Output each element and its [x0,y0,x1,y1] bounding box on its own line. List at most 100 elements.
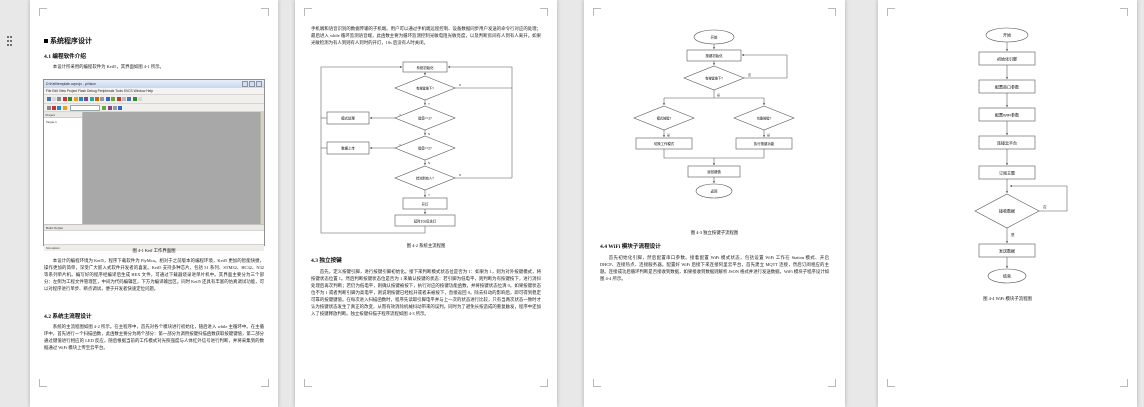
project-tree-item: Target 1 [46,119,57,124]
flow-node-label: 切换工作模式 [654,141,675,146]
wifi-flowchart: 否 是 开始 初始化引脚 配置串口参数 配置WiFi参数 连接云平台 订阅主题 [974,27,1068,284]
section-4-3-body: 首先，定义按键引脚，进行按键引脚初始化。接下来判断模式状态位是否为 1：如果为 … [311,269,541,317]
edge-label: 是 [717,92,720,97]
section-4-4-body: 首先初始化引脚，然后配置串口参数。接着配置 WiFi 模式状态，包括设置 WiF… [600,255,829,282]
main-flowchart: Y N N Y N N Y Y 系统初始化 有按键按下? 键值==1? 键值==… [320,61,513,234]
toolbar-icon [116,97,121,101]
toolbar-icon [46,105,51,110]
flow-node-label: 发送数据 [999,248,1015,254]
toolbar-icon [118,105,123,110]
toolbar-icon [84,97,89,101]
flow-node-label: 模式处理 [341,116,355,121]
chapter-heading: 系统程序设计 [44,36,92,46]
crop-mark [887,8,895,16]
toolbar-icon [89,97,94,101]
editor-scrollbar [260,112,264,224]
flow-node-label: 模式按键? [657,116,672,121]
section-4-2-title: 4.2 系统主流程设计 [44,314,92,320]
flow-node-n2: 配置串口参数 [978,79,1036,94]
flow-node-end: 返回 [695,183,733,199]
flow-node-open: 开灯 [402,197,448,210]
toolbar-icon [132,97,137,101]
crop-mark [540,8,548,16]
keil-main-area: Project Target 1 [44,112,264,224]
flow-node-rr: 执行按键功能 [735,137,793,150]
section-4-2-body: 系统的主流程图如图 4-2 所示。在主程序中，首先对各个模块进行初始化，随后进入… [44,324,264,351]
flow-edges: 否 是 [1005,42,1068,269]
keil-toolbar-row1 [44,95,264,104]
toolbar-icon [46,97,51,101]
edge-label: 是 [767,132,770,137]
flow-node-ret: 返回键值 [687,165,741,178]
toolbar-icon [78,97,83,101]
toolbar-icon [121,97,126,101]
crop-mark [1120,379,1128,387]
keil-project-panel: Project Target 1 [44,112,83,224]
toolbar-icon [127,97,132,101]
flow-node-init: 系统初始化 [402,61,448,73]
toolbar-icon [102,105,107,110]
flow-node-left1: 模式处理 [326,111,370,125]
toolbar-icon [95,97,100,101]
edge-label: 是 [1011,232,1015,237]
flow-node-label: 执行按键功能 [754,141,775,146]
toolbar-icon [62,105,67,110]
edge-label: Y [399,113,401,117]
flow-node-label: 返回键值 [707,169,721,174]
flow-node-d4: 检测到有人? [394,165,456,191]
edge-label: 否 [748,73,751,77]
flow-node-label: 键值==1? [418,116,432,121]
toolbar-icon [62,97,67,101]
toolbar-icon [100,97,105,101]
figure-4-2-caption: 图 4-2 系统主流程图 [406,243,446,248]
drag-handle-icon[interactable] [7,36,13,48]
crop-mark [304,379,312,387]
flow-node-label: 检测到有人? [416,176,434,181]
crop-mark [39,379,47,387]
section-4-1-body: 本设计的编程环境为 Keil5，程序下载软件为 FlyMcu。相对于之前版本的编… [44,258,264,292]
section-4-3-title: 4.3 独立按键 [311,258,342,264]
keil-editor-area [83,112,260,224]
flow-node-label: 数据上传 [341,146,355,151]
project-panel-header: Project [44,112,82,118]
toolbar-icon [57,97,62,101]
flow-node-d1: 接收数据 [974,193,1040,229]
document-page-2: 手机端和语音识别的数据传输的子机端。用户可以通过手机端远程控制、设备数据同步用户… [295,0,557,407]
flow-node-label: 功能按键? [757,116,772,121]
build-output-header: Build Output [44,224,264,231]
flow-node-label: 系统初始化 [417,65,435,70]
edge-label: 是 [667,132,670,137]
flow-node-label: 开灯 [422,202,429,207]
flow-node-label: 按键初始化 [706,53,724,58]
chapter-title: 系统程序设计 [50,37,92,45]
flow-node-label: 返回 [711,189,718,194]
keil-statusbar: Simulation [44,244,264,251]
flow-node-label: 结束 [1003,273,1011,279]
toolbar-icon [107,105,112,110]
flow-node-label: 键值==2? [418,146,432,151]
crop-mark [828,8,836,16]
flow-node-n3: 配置WiFi参数 [978,107,1036,122]
crop-mark [261,8,269,16]
flow-node-init: 按键初始化 [686,49,742,62]
keil-titlebar: D:\Keil\template.uvprojx - μVision [44,80,264,88]
flow-node-rl: 切换工作模式 [635,137,693,150]
flow-node-label: 开始 [711,35,718,40]
crop-mark [261,379,269,387]
flow-node-delay: 延时10s后关灯 [394,214,456,227]
flow-node-d1: 有按键按下? [683,65,745,91]
edge-label: N [459,173,461,177]
close-icon [256,81,262,87]
document-page-4: 否 是 开始 初始化引脚 配置串口参数 配置WiFi参数 连接云平台 订阅主题 [878,0,1137,407]
toolbar-icon [138,97,143,101]
flow-node-label: 连接云平台 [997,140,1017,146]
flow-node-start: 开始 [693,29,735,45]
edge-label: 否 [1043,205,1047,209]
toolbar-icon [73,97,78,101]
flow-node-n1: 初始化引脚 [978,51,1036,66]
continuation-paragraph: 手机端和语音识别的数据传输的子机端。用户可以通过手机端远程控制、设备数据同步用户… [311,26,541,46]
flow-node-end: 结束 [987,268,1027,284]
figure-4-1-caption: 图 4-1 Keil 工作界面图 [132,248,176,253]
flow-node-label: 延时10s后关灯 [414,219,437,224]
flow-node-n6: 发送数据 [978,243,1036,258]
